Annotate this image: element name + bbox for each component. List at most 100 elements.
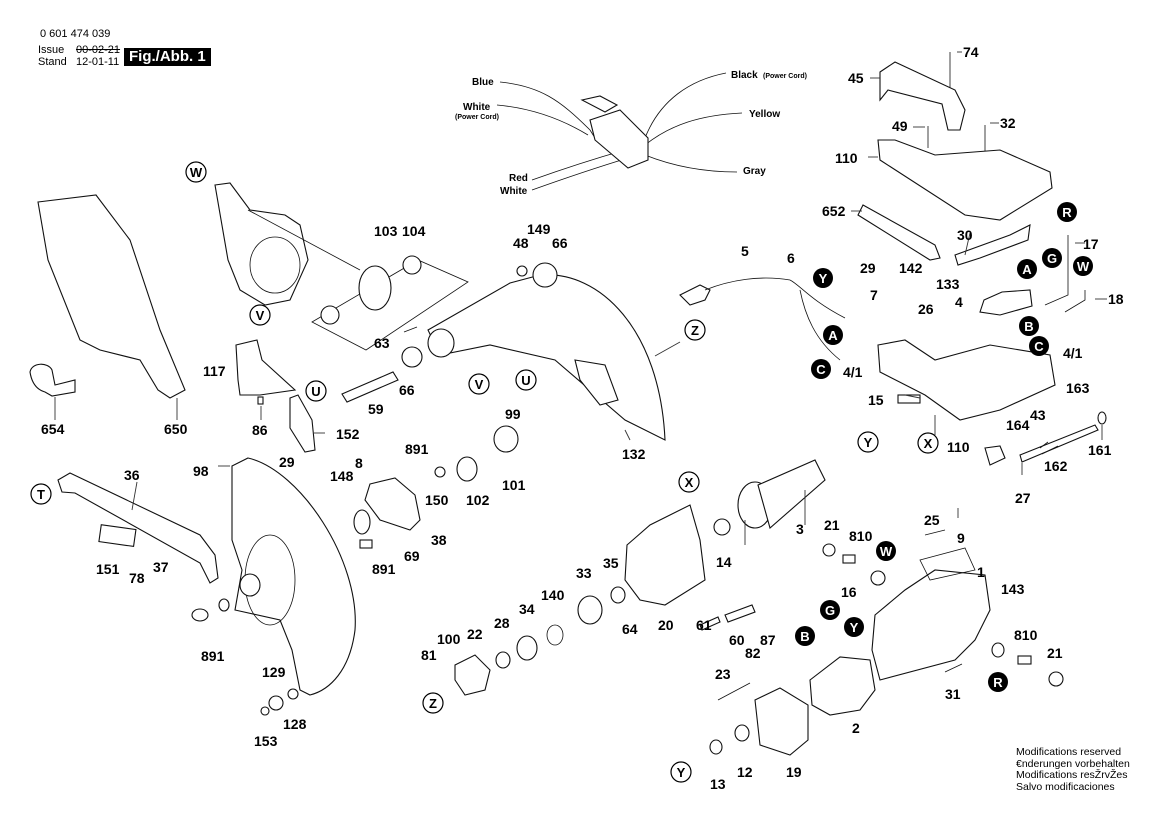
label-1: 1 <box>977 564 985 580</box>
label-6: 6 <box>787 250 795 266</box>
wire-label-red: Red <box>509 173 528 184</box>
label-8: 8 <box>355 455 363 471</box>
label-891-top: 891 <box>405 441 429 457</box>
part-27 <box>984 445 1006 466</box>
switch-trigger <box>580 95 619 113</box>
power-cord <box>679 277 846 361</box>
motor-housing <box>822 529 1064 687</box>
ref-circle-z-flange: Z <box>422 692 444 714</box>
lower-guard-98 <box>231 457 356 696</box>
part-161 <box>1097 411 1107 425</box>
part-48 <box>516 265 528 277</box>
label-59: 59 <box>368 401 384 417</box>
wire-label-blue: Blue <box>472 77 494 88</box>
label-9 <box>919 547 976 581</box>
label-650: 650 <box>164 421 188 437</box>
svg-text:B: B <box>1024 319 1033 334</box>
wire-label-black-power-sub: (Power Cord) <box>763 73 807 80</box>
label-3: 3 <box>796 521 804 537</box>
label-152: 152 <box>336 426 360 442</box>
label-12: 12 <box>737 764 753 780</box>
label-149: 149 <box>527 221 551 237</box>
label-81: 81 <box>421 647 437 663</box>
label-150: 150 <box>425 492 449 508</box>
ref-circle-w-open: W <box>185 161 207 183</box>
label-891-bottom: 891 <box>201 648 225 664</box>
label-7: 7 <box>870 287 878 303</box>
endcap-19 <box>754 687 809 756</box>
upper-guard <box>427 262 666 441</box>
holder-16 <box>870 570 886 586</box>
label-164: 164 <box>1006 417 1030 433</box>
filled-circle-refs: R G W A B C Y A C W G B Y R <box>795 202 1093 692</box>
svg-text:Y: Y <box>819 271 828 286</box>
mods-line-fr: Modifications resŽrvŽes <box>1016 769 1128 781</box>
wire-label-white-power-sub: (Power Cord) <box>455 114 499 121</box>
label-652: 652 <box>822 203 846 219</box>
ref-filled-b-switch: B <box>1019 316 1039 336</box>
arm-group <box>57 472 230 622</box>
label-60: 60 <box>729 632 745 648</box>
support-bracket <box>214 182 309 306</box>
handle-45 <box>879 61 966 131</box>
upper-guard-132 <box>427 274 666 441</box>
label-21-right: 21 <box>1047 645 1063 661</box>
ref-filled-w-motor: W <box>876 541 896 561</box>
ref-filled-g-field: G <box>820 600 840 620</box>
housing-top-110 <box>877 139 1053 221</box>
bearing-13 <box>709 739 723 755</box>
ref-filled-a-cord: A <box>823 325 843 345</box>
label-27: 27 <box>1015 490 1031 506</box>
label-63: 63 <box>374 335 390 351</box>
pin-60 <box>724 604 756 623</box>
part-number: 0 601 474 039 <box>40 28 111 40</box>
label-142: 142 <box>899 260 923 276</box>
label-30: 30 <box>957 227 973 243</box>
ref-circle-x-gear: X <box>678 471 700 493</box>
label-26: 26 <box>918 301 934 317</box>
guard-flange <box>574 359 619 406</box>
label-110-base: 110 <box>947 439 970 455</box>
label-45: 45 <box>848 70 864 86</box>
ref-filled-y-field: Y <box>844 617 864 637</box>
ref-circle-z-guard: Z <box>684 319 706 341</box>
ref-circle-v-chute: V <box>249 304 271 326</box>
label-103: 103 <box>374 223 398 239</box>
label-66-mid: 66 <box>399 382 415 398</box>
washer-66-top <box>532 262 558 288</box>
seal <box>353 509 371 535</box>
spring-61 <box>699 616 721 631</box>
svg-text:V: V <box>475 377 484 392</box>
svg-text:A: A <box>828 328 838 343</box>
label-4-1-left: 4/1 <box>843 364 863 380</box>
svg-text:T: T <box>37 487 45 502</box>
screw-31 <box>944 663 963 673</box>
label-69: 69 <box>404 548 420 564</box>
bearing-34 <box>516 635 538 661</box>
label-132: 132 <box>622 446 646 462</box>
label-86: 86 <box>252 422 268 438</box>
label-48: 48 <box>513 235 529 251</box>
label-74: 74 <box>963 44 979 60</box>
bushing <box>218 598 230 612</box>
arm-36 <box>57 472 219 584</box>
ref-filled-r-top: R <box>1057 202 1077 222</box>
label-153: 153 <box>254 733 278 749</box>
svg-text:A: A <box>1022 262 1032 277</box>
label-162: 162 <box>1044 458 1068 474</box>
armature-3 <box>757 459 826 529</box>
label-31: 31 <box>945 686 961 702</box>
label-133: 133 <box>936 276 960 292</box>
brush-810a <box>842 554 856 564</box>
svg-text:Z: Z <box>691 323 699 338</box>
label-98: 98 <box>193 463 209 479</box>
bearing-35 <box>610 586 626 604</box>
flange-assembly <box>353 425 519 549</box>
label-36: 36 <box>124 467 140 483</box>
wire-label-white: White <box>500 186 528 197</box>
ref-filled-a-switch: A <box>1017 259 1037 279</box>
small-parts <box>260 688 299 716</box>
label-163: 163 <box>1066 380 1090 396</box>
chute-117 <box>235 339 297 396</box>
ring-140 <box>546 624 564 646</box>
